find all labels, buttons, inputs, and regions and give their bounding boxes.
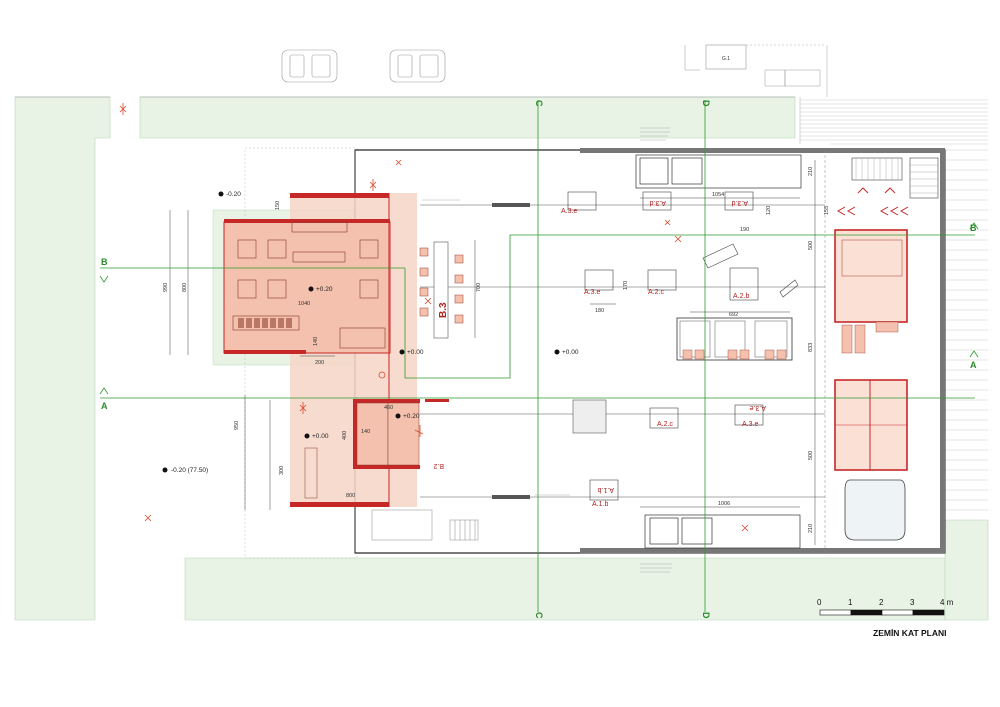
dim-1006: 1006 [718, 501, 730, 507]
room-code-a3e-top: A.3.e [561, 208, 577, 215]
drawing-title: ZEMİN KAT PLANI [873, 628, 947, 638]
dim-190: 190 [740, 227, 749, 233]
dim-700: 700 [476, 283, 482, 292]
dimension-texts: 1054 1006 1040 990 800 800 700 692 180 2… [163, 167, 830, 533]
dim-800-vertical: 800 [182, 283, 188, 292]
dim-1040: 1040 [298, 301, 310, 307]
room-code-a3e-low2: A.3.e [750, 404, 766, 411]
neighbour-building: G.1 [684, 44, 826, 87]
room-code-a2b: A.2.b [733, 293, 749, 300]
section-lines [99, 100, 979, 612]
section-label-b-right: B [970, 223, 977, 233]
dim-120: 120 [766, 206, 772, 215]
entrance-steps [371, 509, 479, 541]
level-platform-left: +0.20 [316, 286, 333, 293]
deck-hatch [799, 45, 988, 511]
room-code-a1b: A.1.b [592, 501, 608, 508]
service-pods [572, 317, 793, 434]
parked-car [389, 49, 446, 83]
dim-833: 833 [808, 343, 814, 352]
room-code-a2c-mid: A.2.c [648, 289, 664, 296]
dim-950: 950 [234, 421, 240, 430]
neighbour-label: G.1 [722, 56, 730, 62]
dim-140-block: 140 [361, 429, 370, 435]
level-pavilion: +0.00 [312, 433, 329, 440]
note-markers [422, 127, 672, 573]
section-label-b-left: B [101, 257, 108, 267]
desks [567, 191, 799, 501]
dim-180: 180 [595, 308, 604, 314]
dim-210-top: 210 [808, 167, 814, 176]
scale-bar: 0 1 2 3 4 m [817, 598, 954, 616]
dimension-lines [169, 160, 816, 545]
dim-692: 692 [729, 312, 738, 318]
dim-1054: 1054 [712, 192, 724, 198]
level-floor-center: +0.00 [562, 349, 579, 356]
scale-label-2: 2 [879, 598, 884, 607]
figure-marks [119, 103, 749, 532]
room-code-a3d-top2: A.3.d [732, 199, 748, 206]
dim-210-bottom: 210 [808, 524, 814, 533]
dim-140-pavilion: 140 [313, 337, 319, 346]
scale-label-0: 0 [817, 598, 822, 607]
section-label-a-right: A [970, 360, 977, 370]
dim-170: 170 [623, 281, 629, 290]
scale-label-3: 3 [910, 598, 915, 607]
level-platform-mid: +0.20 [403, 413, 420, 420]
kitchen-strip [635, 154, 802, 549]
room-code-b3: B.3 [438, 302, 449, 318]
level-floor-main: +0.00 [407, 349, 424, 356]
central-table [419, 241, 464, 339]
section-label-d-top: D [701, 100, 711, 107]
level-terrace-bottom: -0.20 (77.50) [171, 467, 208, 474]
parked-car [281, 49, 338, 83]
dim-150: 150 [275, 201, 281, 210]
section-label-c-top: C [534, 100, 544, 107]
service-block [834, 157, 939, 541]
room-code-a1b-flipped: A.1.b [598, 486, 614, 493]
room-code-a3d-top: A.3.d [650, 199, 666, 206]
level-terrace-top: -0.20 [226, 191, 241, 198]
section-label-c-bottom: C [534, 612, 544, 619]
room-code-b2: B.2 [433, 462, 444, 469]
dim-155: 155 [824, 206, 830, 215]
room-code-a3e-low: A.3.e [742, 421, 758, 428]
dim-400: 400 [342, 431, 348, 440]
dim-500-bottom: 500 [808, 451, 814, 460]
dim-200: 200 [315, 360, 324, 366]
room-code-a3e-mid: A.3.e [584, 289, 600, 296]
dim-800-horizontal: 800 [346, 493, 355, 499]
dim-990: 990 [163, 283, 169, 292]
dim-460: 460 [384, 405, 393, 411]
level-markers: -0.20 -0.20 (77.50) +0.00 +0.00 +0.20 +0… [162, 191, 579, 474]
section-label-d-bottom: D [701, 612, 711, 619]
section-label-a-left: A [101, 401, 108, 411]
room-code-a2c-low: A.2.c [657, 421, 673, 428]
scale-label-4: 4 m [940, 598, 954, 607]
dim-300: 300 [279, 466, 285, 475]
dim-500-top: 500 [808, 241, 814, 250]
room-codes: B.3 B.2 A.3.e A.3.d A.3.d A.3.e A.2.c A.… [433, 199, 766, 508]
pavilion [223, 193, 449, 507]
scale-label-1: 1 [848, 598, 853, 607]
